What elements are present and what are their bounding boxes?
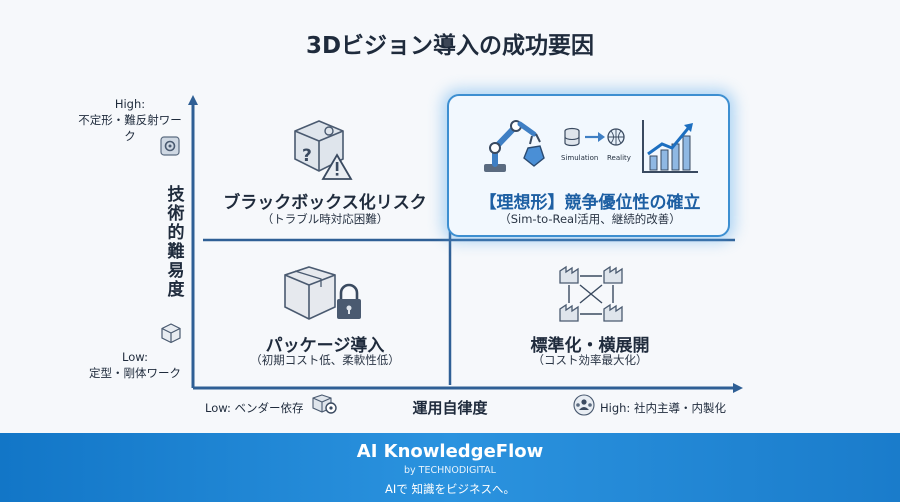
reality-label: Reality (607, 154, 631, 162)
x-axis-label: 運用自律度 (412, 399, 488, 417)
robot-arm-icon (484, 120, 545, 172)
y-low-label: Low: 定型・剛体ワーク (80, 349, 190, 381)
vendor-box-gear-icon (312, 394, 337, 414)
factory-network-icon (559, 265, 623, 322)
y-low-title: Low: (122, 350, 148, 364)
quadrant-bottom-left-title: パッケージ導入 (265, 336, 385, 356)
quadrant-bottom-left-subtitle: （初期コスト低、柔軟性低） (250, 353, 400, 367)
x-low-label: Low: ベンダー依存 (205, 401, 304, 415)
team-icon (573, 394, 595, 416)
y-low-desc: 定型・剛体ワーク (89, 366, 181, 380)
quadrant-top-right-title: 【理想形】競争優位性の確立 (479, 193, 701, 213)
footer-tagline: AIで 知識をビジネスへ。 (385, 482, 515, 496)
footer-brand: AI KnowledgeFlow (356, 441, 544, 462)
quadrant-top-left-title: ブラックボックス化リスク (223, 193, 427, 213)
simulation-label: Simulation (561, 154, 598, 162)
sim-to-real-icon: Simulation Reality (561, 127, 631, 162)
footer-banner (0, 433, 900, 502)
page-title: 3Dビジョン導入の成功要因 (305, 33, 595, 59)
puzzle-cube-icon: ? (294, 120, 353, 180)
growth-chart-icon (642, 120, 698, 173)
quadrant-bottom-right-title: 標準化・横展開 (530, 336, 650, 356)
footer-byline: by TECHNODIGITAL (404, 465, 496, 476)
svg-text:?: ? (302, 146, 312, 166)
quadrant-top-left-subtitle: （トラブル時対応困難） (261, 212, 389, 226)
x-high-label: High: 社内主導・内製化 (600, 401, 726, 415)
y-high-label: High: 不定形・難反射ワーク (75, 96, 185, 144)
y-axis-label: 技術的難易度 (167, 185, 185, 300)
y-high-desc: 不定形・難反射ワーク (78, 113, 182, 143)
gear-cube-icon (160, 136, 180, 156)
y-high-title: High: (114, 97, 146, 111)
quadrant-top-right-subtitle: （Sim-to-Real活用、継続的改善） (499, 212, 681, 226)
quadrant-bottom-right-subtitle: （コスト効率最大化） (532, 353, 648, 367)
solid-cube-icon (161, 323, 181, 344)
locked-box-icon (284, 266, 361, 320)
